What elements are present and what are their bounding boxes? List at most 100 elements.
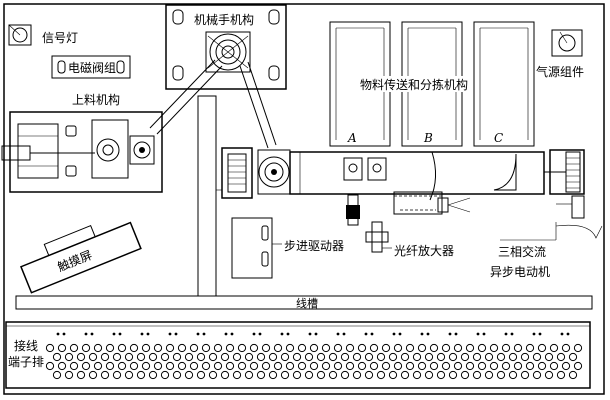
feeding-label: 上料机构	[72, 92, 120, 107]
terminal-hole	[196, 352, 206, 362]
terminal-dot	[454, 332, 458, 336]
terminal-dot	[510, 332, 514, 336]
terminal-hole	[501, 343, 511, 353]
terminal-hole	[160, 352, 170, 362]
terminal-hole	[472, 352, 482, 362]
terminal-hole	[117, 343, 127, 353]
terminal-hole	[520, 370, 530, 380]
motor-coupling-fins	[566, 157, 580, 189]
terminal-dot	[336, 332, 340, 336]
terminal-dot	[398, 332, 402, 336]
terminal-hole	[376, 352, 386, 362]
terminal-hole	[273, 343, 283, 353]
terminal-hole	[273, 361, 283, 371]
pulley-outer	[258, 156, 290, 188]
terminal-hole	[316, 370, 326, 380]
terminal-hole	[268, 370, 278, 380]
terminal-hole	[189, 343, 199, 353]
feeding-cylinder-lines	[18, 135, 58, 167]
terminal-dot	[482, 332, 486, 336]
terminal-hole	[321, 343, 331, 353]
terminal-hole	[453, 343, 463, 353]
terminal-hole	[93, 343, 103, 353]
terminal-hole	[93, 361, 103, 371]
terminal-hole	[261, 343, 271, 353]
terminal-hole	[129, 361, 139, 371]
stepper-driver: 步进驱动器	[231, 217, 344, 279]
terminal-dot	[392, 332, 396, 336]
terminal-hole	[208, 352, 218, 362]
terminal-hole	[460, 370, 470, 380]
terminal-hole	[400, 370, 410, 380]
signal-lamp-box	[8, 24, 32, 46]
valve-coil-right-icon	[116, 60, 125, 74]
terminal-hole	[285, 343, 295, 353]
terminal-hole	[268, 352, 278, 362]
terminal-hole	[256, 352, 266, 362]
terminal-dot	[140, 332, 144, 336]
manipulator-plate	[165, 4, 287, 90]
conveyor-belt	[289, 151, 545, 195]
terminal-hole	[88, 370, 98, 380]
terminal-dot	[168, 332, 172, 336]
terminal-hole	[508, 352, 518, 362]
pulley-block	[257, 149, 291, 195]
feeding-head-hub-icon	[139, 147, 145, 153]
manipulator-slot-bl-icon	[172, 65, 184, 81]
terminal-hole	[213, 343, 223, 353]
terminal-hole	[381, 343, 391, 353]
arm-right-edge-a	[239, 65, 269, 149]
terminal-hole	[237, 361, 247, 371]
terminal-dot	[56, 332, 60, 336]
terminal-hole	[100, 370, 110, 380]
terminal-hole	[220, 370, 230, 380]
terminal-hole	[309, 343, 319, 353]
terminal-hole	[100, 352, 110, 362]
terminal-hole	[124, 352, 134, 362]
terminal-hole	[52, 352, 62, 362]
terminal-hole	[436, 352, 446, 362]
terminal-hole	[45, 361, 55, 371]
signal-lamp-label: 信号灯	[42, 31, 78, 45]
terminal-dot	[532, 332, 536, 336]
pulley-hub-icon	[271, 169, 277, 175]
terminal-hole	[417, 361, 427, 371]
terminal-dot	[314, 332, 318, 336]
manipulator-mechanism: 机械手机构	[149, 4, 287, 149]
terminal-hole	[405, 343, 415, 353]
terminal-hole	[532, 352, 542, 362]
terminal-block: 接线 端子排	[5, 321, 591, 389]
terminal-label-line2: 端子排	[8, 355, 44, 369]
motor-label-line1: 三相交流	[498, 244, 546, 259]
feeding-rod	[1, 145, 31, 161]
terminal-hole	[244, 370, 254, 380]
terminal-hole	[573, 343, 583, 353]
terminal-hole	[525, 361, 535, 371]
terminal-hole	[261, 361, 271, 371]
signal-lamp-leader	[8, 24, 21, 36]
terminal-hole	[136, 370, 146, 380]
air-source-component: 气源组件	[536, 29, 584, 79]
fiber-amplifier: 光纤放大器	[365, 221, 454, 258]
terminal-hole	[189, 361, 199, 371]
terminal-hole	[76, 352, 86, 362]
terminal-hole	[484, 352, 494, 362]
terminal-dot	[426, 332, 430, 336]
motor-label-group: 三相交流 异步电动机	[490, 222, 603, 279]
feeding-head-ring	[133, 141, 151, 159]
terminal-hole	[568, 370, 578, 380]
terminal-hole	[112, 352, 122, 362]
terminal-hole	[477, 343, 487, 353]
conveyor-label-bg	[358, 76, 470, 92]
terminal-hole	[364, 352, 374, 362]
drive-frame	[221, 147, 253, 199]
terminal-hole	[453, 361, 463, 371]
terminal-dot	[286, 332, 290, 336]
terminal-dot	[252, 332, 256, 336]
terminal-hole	[220, 352, 230, 362]
terminal-hole	[64, 370, 74, 380]
terminal-hole	[508, 370, 518, 380]
terminal-dot	[448, 332, 452, 336]
terminal-dot	[224, 332, 228, 336]
outer-frame	[3, 3, 605, 395]
